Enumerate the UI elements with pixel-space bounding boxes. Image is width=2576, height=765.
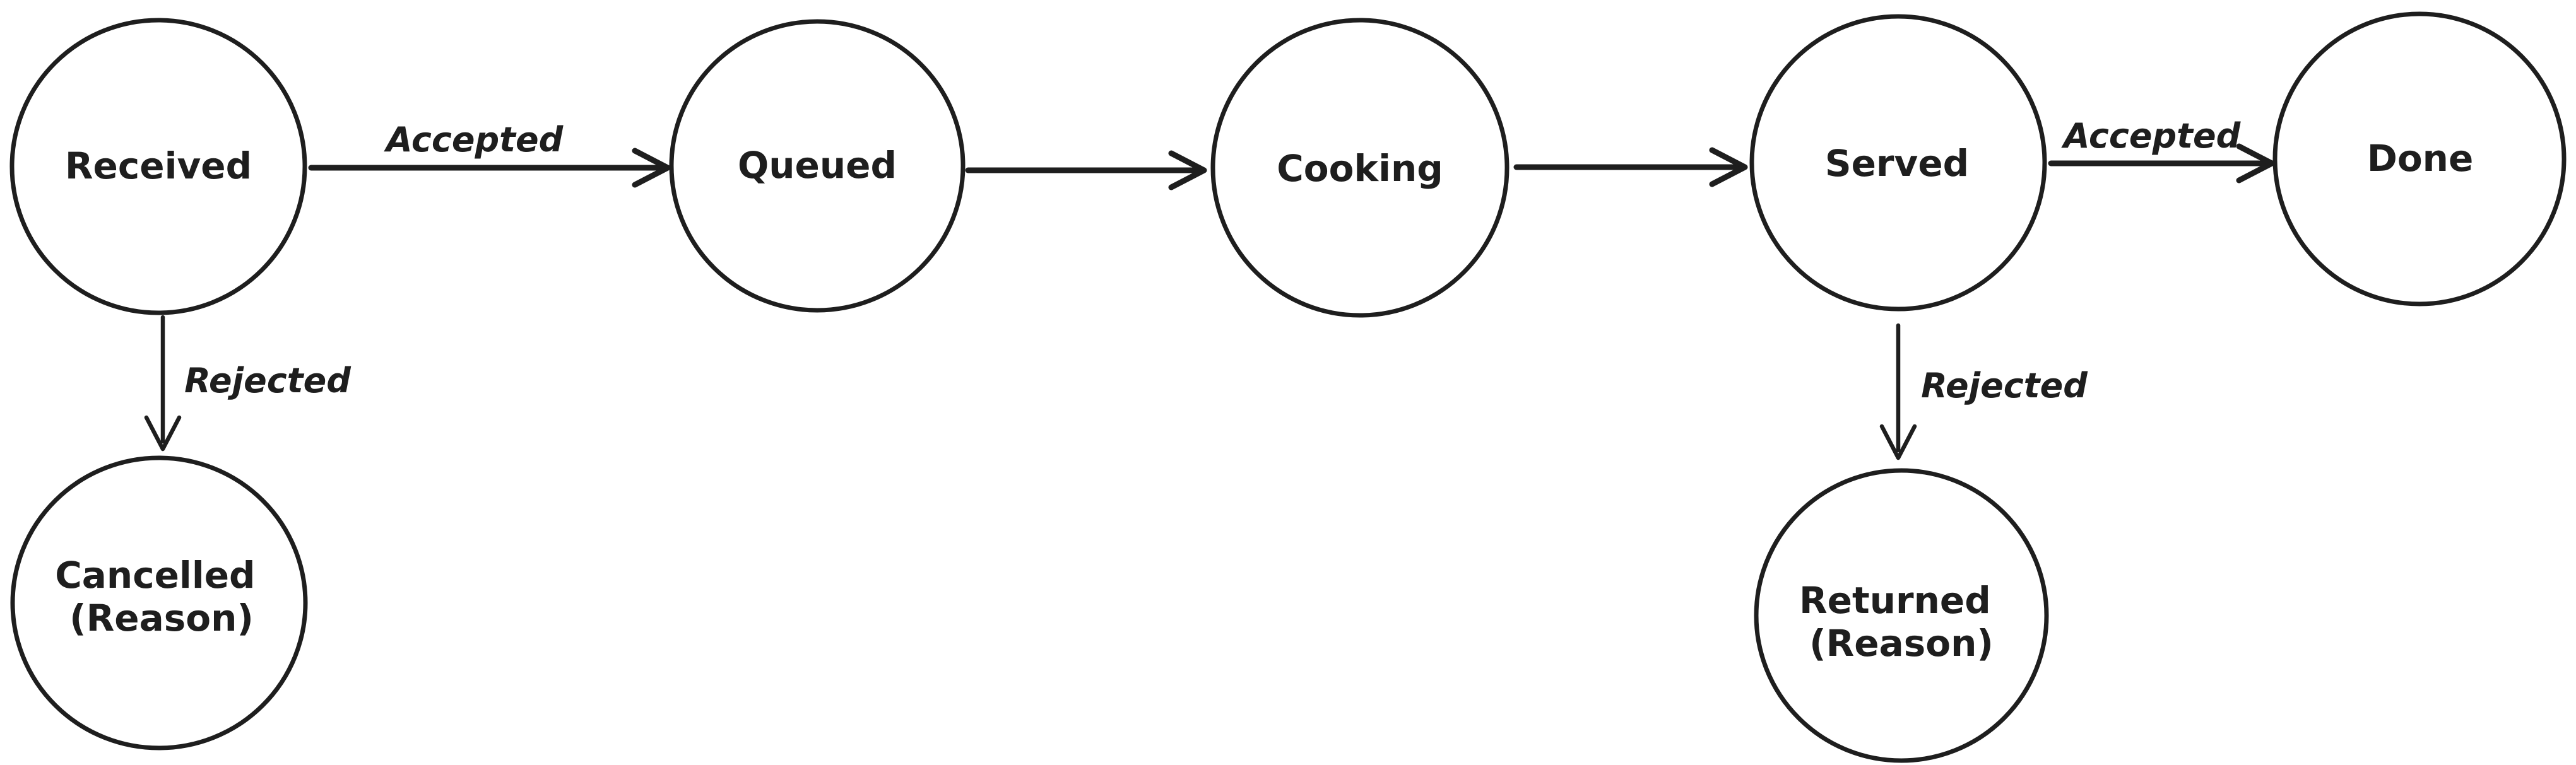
- edge-label-accepted: Accepted: [2061, 116, 2242, 156]
- state-node-cancelled: Cancelled (Reason): [10, 455, 308, 750]
- node-label-served: Served: [1825, 142, 1969, 185]
- node-label-line-2: (Reason): [69, 597, 254, 639]
- node-label-returned: Returned (Reason): [1799, 579, 2004, 665]
- edge-served-returned: Rejected: [1879, 323, 2088, 460]
- edge-received-queued: Accepted: [308, 120, 671, 188]
- node-circle: [1749, 14, 2047, 312]
- node-circle: [2272, 11, 2567, 307]
- node-circle: [10, 455, 308, 750]
- arrow-head-icon: [1879, 424, 1917, 460]
- edge-queued-cooking: [965, 150, 1207, 190]
- edge-cooking-served: [1513, 147, 1748, 187]
- edge-label-accepted: Accepted: [384, 120, 564, 160]
- arrow-head-icon: [2236, 143, 2275, 184]
- node-label-done: Done: [2367, 137, 2474, 180]
- state-node-returned: Returned (Reason): [1754, 468, 2049, 763]
- node-label-cooking: Cooking: [1277, 147, 1443, 190]
- state-node-received: Received: [9, 18, 307, 315]
- arrow-head-icon: [1709, 147, 1748, 187]
- node-label-cancelled: Cancelled (Reason): [55, 554, 268, 639]
- state-node-served: Served: [1749, 14, 2047, 312]
- node-label-line-1: Returned: [1799, 579, 1991, 622]
- edge-label-rejected: Rejected: [1921, 366, 2088, 406]
- node-label-line-2: (Reason): [1809, 622, 1994, 665]
- node-circle: [1210, 18, 1510, 318]
- state-node-cooking: Cooking: [1210, 18, 1510, 318]
- node-circle: [669, 19, 966, 313]
- edge-label-rejected: Rejected: [184, 361, 352, 400]
- node-label-queued: Queued: [738, 144, 897, 187]
- state-node-queued: Queued: [669, 19, 966, 313]
- arrow-head-icon: [1168, 150, 1207, 190]
- edge-served-done: Accepted: [2048, 116, 2275, 184]
- node-circle: [9, 18, 307, 315]
- edge-received-cancelled: Rejected: [144, 315, 352, 452]
- arrow-head-icon: [144, 415, 182, 452]
- node-circle: [1754, 468, 2049, 763]
- node-label-line-1: Cancelled: [55, 554, 255, 597]
- arrow-head-icon: [632, 148, 671, 188]
- node-label-received: Received: [65, 144, 252, 187]
- state-node-done: Done: [2272, 11, 2567, 307]
